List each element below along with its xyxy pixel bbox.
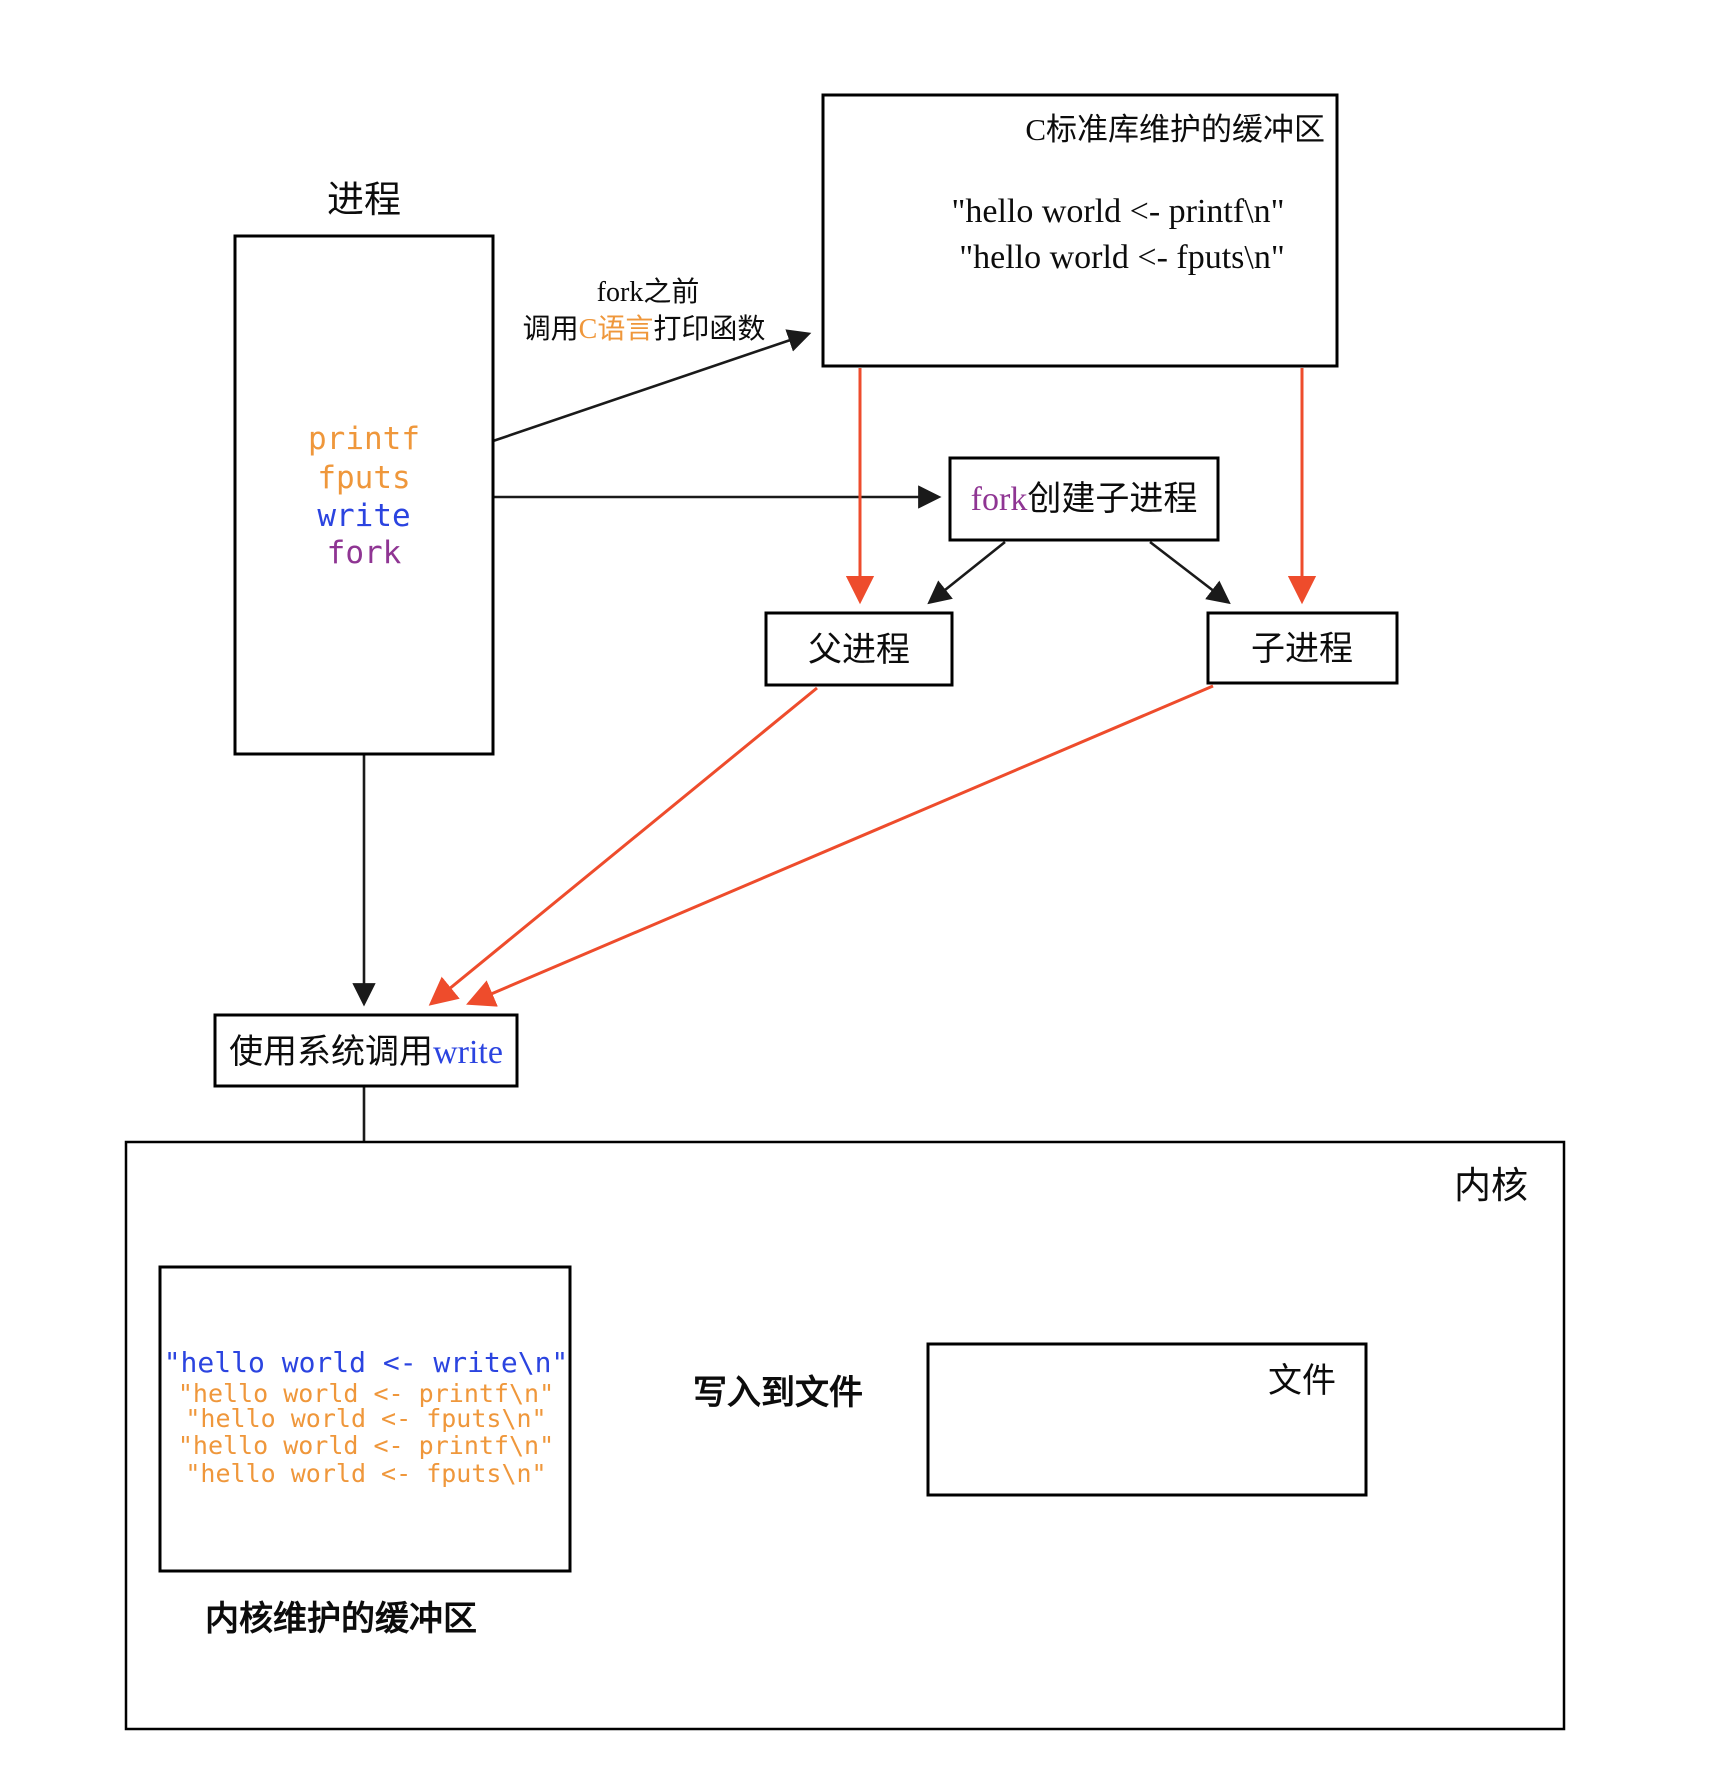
process-box (233, 234, 495, 756)
fork-before-label-line2: 调用C语言打印函数 (523, 313, 766, 345)
kernel-buffer-line-2: "hello world <- printf\n" (178, 1379, 554, 1408)
kernel-buffer-box (158, 1265, 572, 1573)
c-buffer-line-1: "hello world <- printf\n" (951, 193, 1284, 230)
child-process-box (1206, 611, 1399, 685)
fork-before-prefix: 调用 (523, 314, 579, 345)
kernel-buffer-line-3: "hello world <- fputs\n" (185, 1404, 546, 1433)
fork-before-c-highlight: C语言 (579, 313, 654, 345)
kernel-buffer-caption: 内核维护的缓冲区 (205, 1600, 477, 1638)
c-buffer-box (821, 93, 1339, 368)
process-fn-fputs: fputs (317, 460, 410, 496)
parent-process-label: 父进程 (808, 632, 910, 669)
fork-box-highlight: fork (971, 481, 1028, 518)
arrow-fork-to-child (1149, 540, 1231, 605)
syscall-write-box (213, 1013, 519, 1088)
kernel-buffer-line-1: "hello world <- write\n" (164, 1346, 569, 1379)
fork-box-label: fork创建子进程 (971, 480, 1198, 518)
write-to-file-label: 写入到文件 (693, 1374, 863, 1412)
kernel-buffer-line-4: "hello world <- printf\n" (178, 1431, 554, 1460)
arrow-process-to-cbuffer (492, 329, 812, 443)
c-buffer-line-2: "hello world <- fputs\n" (959, 239, 1285, 276)
process-fn-write: write (317, 498, 410, 534)
fork-before-suffix: 打印函数 (653, 313, 765, 345)
kernel-buffer-line-5: "hello world <- fputs\n" (185, 1459, 546, 1488)
arrow-child-to-syscall (466, 684, 1214, 1007)
process-fn-fork: fork (327, 535, 402, 571)
kernel-label: 内核 (1454, 1165, 1528, 1207)
file-box (926, 1342, 1368, 1497)
child-process-label: 子进程 (1251, 631, 1353, 668)
fork-box (948, 456, 1220, 542)
fork-before-label-line1: fork之前 (597, 276, 700, 308)
c-buffer-title: C标准库维护的缓冲区 (1025, 112, 1325, 147)
file-box-label: 文件 (1268, 1362, 1336, 1400)
syscall-write-highlight: write (433, 1034, 503, 1071)
process-fn-printf: printf (308, 421, 420, 457)
arrow-fork-to-parent (927, 540, 1006, 605)
syscall-prefix: 使用系统调用 (229, 1033, 433, 1071)
fork-box-rest: 创建子进程 (1027, 480, 1197, 518)
parent-process-box (764, 611, 954, 687)
arrow-parent-to-syscall (428, 686, 818, 1006)
process-title: 进程 (327, 180, 401, 221)
syscall-box-label: 使用系统调用write (229, 1033, 503, 1071)
